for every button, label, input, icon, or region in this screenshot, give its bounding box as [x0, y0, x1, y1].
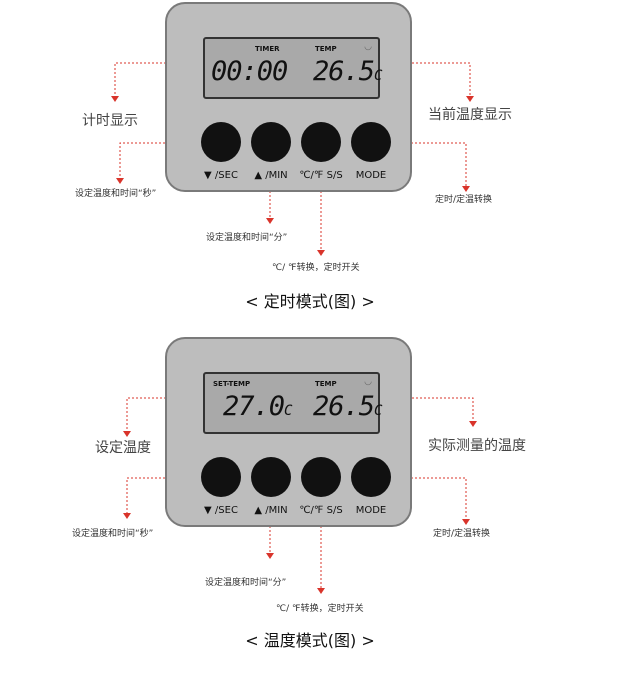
lcd-screen: TIMER TEMP ◡ 00:00 26.5C — [203, 37, 383, 99]
min-annotation: 设定温度和时间“分” — [206, 233, 288, 243]
sec-button-label: ▼ /SEC — [204, 170, 238, 181]
timer-display-callout: 计时显示 — [82, 113, 138, 129]
sec-annotation: 设定温度和时间“秒” — [75, 189, 157, 199]
mode-button[interactable] — [351, 457, 391, 497]
lcd-label-temp: TEMP — [315, 380, 337, 388]
min-button[interactable] — [251, 122, 291, 162]
unit-button-label: ℃/℉ S/S — [299, 505, 343, 516]
mode-annotation: 定时/定温转换 — [435, 195, 493, 205]
lcd-temp-value: 26.5C — [313, 56, 383, 87]
ss-annotation: ℃/ ℉转换，定时开关 — [276, 604, 364, 614]
min-button-label: ▲ /MIN — [254, 170, 288, 181]
timer-mode-panel: TIMER TEMP ◡ 00:00 26.5C ▼ /SEC ▲ /MIN ℃… — [0, 0, 620, 325]
measured-temp-callout: 实际测量的温度 — [428, 438, 526, 454]
timer-mode-title: < 定时模式(图) > — [245, 292, 375, 311]
sec-annotation: 设定温度和时间“秒” — [72, 529, 154, 539]
mode-button-label: MODE — [355, 505, 387, 516]
unit-button-label: ℃/℉ S/S — [299, 170, 343, 181]
thermometer-device: TIMER TEMP ◡ 00:00 26.5C ▼ /SEC ▲ /MIN ℃… — [165, 2, 412, 192]
min-annotation: 设定温度和时间“分” — [205, 578, 287, 588]
ss-annotation: ℃/ ℉转换，定时开关 — [272, 263, 360, 273]
min-button-label: ▲ /MIN — [254, 505, 288, 516]
lcd-label-set-temp: SET-TEMP — [213, 380, 251, 388]
min-button[interactable] — [251, 457, 291, 497]
lcd-temp-value: 26.5C — [313, 391, 383, 422]
mode-annotation: 定时/定温转换 — [433, 529, 491, 539]
thermometer-device: SET-TEMP TEMP ◡ 27.0C 26.5C ▼ /SEC ▲ /MI… — [165, 337, 412, 527]
sec-button[interactable] — [201, 122, 241, 162]
unit-toggle-button[interactable] — [301, 122, 341, 162]
unit-toggle-button[interactable] — [301, 457, 341, 497]
signal-icon: ◡ — [364, 42, 372, 52]
lcd-label-temp: TEMP — [315, 45, 337, 53]
temperature-mode-title: < 温度模式(图) > — [245, 631, 375, 650]
mode-button[interactable] — [351, 122, 391, 162]
signal-icon: ◡ — [364, 377, 372, 387]
mode-button-label: MODE — [355, 170, 387, 181]
sec-button-label: ▼ /SEC — [204, 505, 238, 516]
lcd-set-temp-value: 27.0C — [223, 391, 293, 422]
lcd-timer-value: 00:00 — [211, 56, 288, 87]
lcd-screen: SET-TEMP TEMP ◡ 27.0C 26.5C — [203, 372, 383, 434]
temperature-mode-panel: SET-TEMP TEMP ◡ 27.0C 26.5C ▼ /SEC ▲ /MI… — [0, 335, 620, 660]
current-temp-callout: 当前温度显示 — [428, 107, 512, 123]
set-temp-callout: 设定温度 — [95, 440, 151, 456]
lcd-label-timer: TIMER — [255, 45, 280, 53]
sec-button[interactable] — [201, 457, 241, 497]
